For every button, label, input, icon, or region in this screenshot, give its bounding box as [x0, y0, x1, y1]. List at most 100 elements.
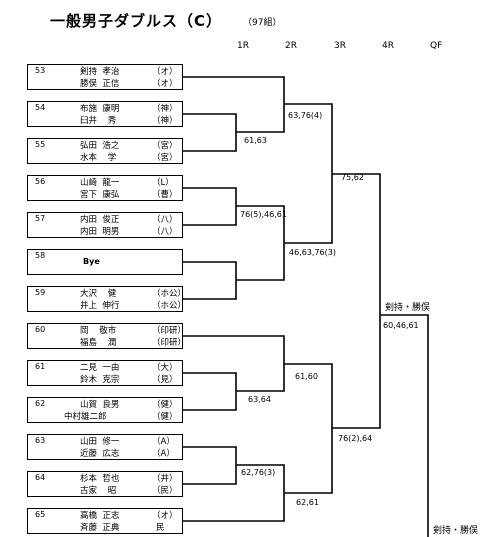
- entry-number: 57: [35, 214, 46, 223]
- entry-number: 59: [35, 288, 46, 297]
- bracket-line: [183, 335, 285, 392]
- entry-number: 58: [35, 251, 46, 260]
- match-score: 63,64: [248, 395, 271, 404]
- page-title: 一般男子ダブルス（C）: [50, 12, 223, 30]
- player-name: 鈴木 克宗: [80, 375, 120, 385]
- entry-number: 56: [35, 177, 46, 186]
- player-name: 井上 伸行: [80, 301, 120, 311]
- entry-59: 59 大沢 健 （ホ公） 井上 伸行 （ホ公）: [27, 286, 187, 312]
- bracket-line: [183, 187, 237, 226]
- entry-58: 58 Bye: [27, 249, 183, 275]
- player-team: （宮）: [152, 153, 178, 163]
- entry-53: 53 剣持 孝治 （オ） 勝俣 正信 （オ）: [27, 64, 183, 90]
- entry-number: 55: [35, 140, 46, 149]
- entry-number: 54: [35, 103, 46, 112]
- match-score: 61,63: [244, 136, 267, 145]
- player-team: （A）: [152, 437, 175, 447]
- player-name: 剣持 孝治: [80, 67, 120, 77]
- entry-64: 64 杉本 哲也 （井） 古家 昭 （民）: [27, 471, 183, 497]
- player-team: 民: [156, 523, 165, 533]
- player-team: （民）: [152, 486, 178, 496]
- player-name: 杉本 哲也: [80, 474, 120, 484]
- player-name: 布施 康明: [80, 104, 120, 114]
- player-team: （ホ公）: [152, 289, 187, 299]
- player-team: （井）: [152, 474, 178, 484]
- player-team: （健）: [152, 400, 178, 410]
- player-name: 二見 一由: [80, 363, 120, 373]
- bracket-line: [183, 76, 285, 133]
- player-name: 内田 俊正: [80, 215, 120, 225]
- entry-number: 53: [35, 66, 46, 75]
- winner-label: 剣持・勝俣: [433, 526, 479, 536]
- bracket-line: [284, 363, 333, 494]
- round-label-4r: 4R: [382, 41, 394, 51]
- player-team: （オ）: [152, 511, 178, 521]
- round-label-1r: 1R: [237, 41, 249, 51]
- entry-61: 61 二見 一由 （大） 鈴木 克宗 （見）: [27, 360, 183, 386]
- entry-number: 65: [35, 510, 46, 519]
- entry-54: 54 布施 康明 （神） 臼井 秀 （神）: [27, 101, 183, 127]
- bracket-line: [183, 372, 237, 411]
- match-score: 61,60: [295, 372, 318, 381]
- player-team: （曹）: [152, 190, 178, 200]
- bracket-line: [183, 113, 237, 152]
- player-team: （オ）: [152, 79, 178, 89]
- entry-62: 62 山賀 良男 （健） 中村雄二郎 （健）: [27, 397, 183, 423]
- entry-56: 56 山崎 龍一 （L） 宮下 康弘 （曹）: [27, 175, 183, 201]
- player-name: 岡 敬市: [80, 326, 117, 336]
- match-score: 76(2),64: [338, 434, 373, 443]
- entry-63: 63 山田 修一 （A） 近藤 広志 （A）: [27, 434, 183, 460]
- player-name: 高橋 正志: [80, 511, 120, 521]
- player-name: 臼井 秀: [80, 116, 117, 126]
- player-team: （印研）: [152, 326, 187, 336]
- player-team: （神）: [152, 116, 178, 126]
- entry-60: 60 岡 敬市 （印研） 福島 潤 （印研）: [27, 323, 187, 349]
- player-team: （印研）: [152, 338, 187, 348]
- player-name: 内田 明男: [80, 227, 120, 237]
- player-team: （宮）: [152, 141, 178, 151]
- bracket-line: [183, 261, 237, 300]
- player-name: 弘田 浩之: [80, 141, 120, 151]
- player-team: （ホ公）: [152, 301, 187, 311]
- player-team: （A）: [152, 449, 175, 459]
- player-name: 近藤 広志: [80, 449, 120, 459]
- entry-number: 62: [35, 399, 46, 408]
- player-name: 宮下 康弘: [80, 190, 120, 200]
- player-team: （オ）: [152, 67, 178, 77]
- player-name: 大沢 健: [80, 289, 117, 299]
- player-team: （八）: [152, 215, 178, 225]
- bracket-line: [183, 446, 237, 485]
- player-name: 水本 学: [80, 153, 117, 163]
- player-name: 勝俣 正信: [80, 79, 120, 89]
- bracket-line: [380, 314, 429, 537]
- round-label-2r: 2R: [285, 41, 297, 51]
- player-team: （八）: [152, 227, 178, 237]
- player-team: （健）: [152, 412, 178, 422]
- player-name: 山崎 龍一: [80, 178, 120, 188]
- player-name: 中村雄二郎: [64, 412, 107, 422]
- bracket-line: [332, 173, 381, 429]
- round-label-qf: QF: [430, 41, 443, 51]
- winner-label: 剣持・勝俣: [385, 303, 431, 313]
- entry-65: 65 高橋 正志 （オ） 斉藤 正典 民: [27, 508, 183, 534]
- player-name: 山賀 良男: [80, 400, 120, 410]
- bracket-line: [284, 103, 333, 244]
- entry-57: 57 内田 俊正 （八） 内田 明男 （八）: [27, 212, 183, 238]
- player-name: 古家 昭: [80, 486, 117, 496]
- match-score: 62,61: [296, 498, 319, 507]
- round-label-3r: 3R: [334, 41, 346, 51]
- match-score: 60,46,61: [383, 321, 419, 330]
- player-team: （大）: [152, 363, 178, 373]
- player-name: 福島 潤: [80, 338, 117, 348]
- match-score: 75,62: [341, 173, 364, 182]
- entry-number: 64: [35, 473, 46, 482]
- player-name: 山田 修一: [80, 437, 120, 447]
- bye-label: Bye: [83, 257, 100, 266]
- player-team: （神）: [152, 104, 178, 114]
- entry-number: 61: [35, 362, 46, 371]
- entry-number: 63: [35, 436, 46, 445]
- entry-count: （97組）: [243, 18, 282, 28]
- match-score: 76(5),46,61: [240, 210, 287, 219]
- player-name: 斉藤 正典: [80, 523, 120, 533]
